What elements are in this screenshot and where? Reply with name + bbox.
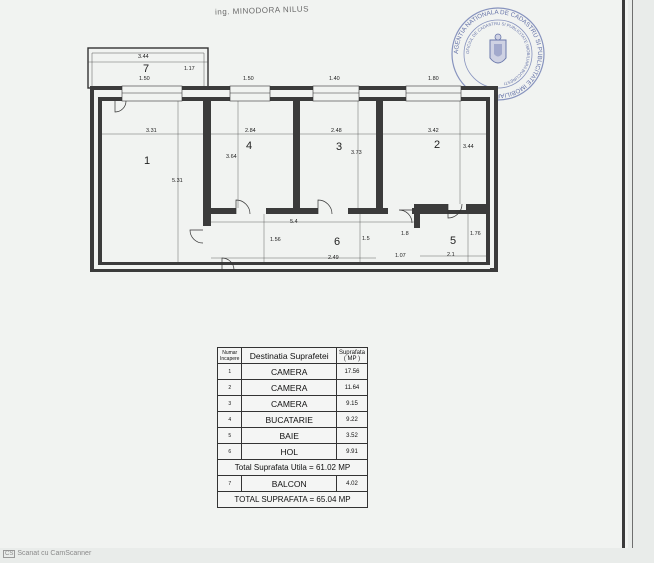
room-label-7: 7: [143, 63, 149, 75]
svg-text:5.4: 5.4: [290, 219, 298, 225]
windows: [121, 85, 462, 102]
svg-text:2.48: 2.48: [331, 128, 342, 134]
table-row: 2 CAMERA 11.64: [216, 379, 369, 396]
col-destination: Destinatia Suprafetei: [241, 347, 337, 364]
col-number: Numar Incapere: [216, 347, 243, 364]
table-row: 7 BALCON 4.02: [216, 475, 369, 492]
svg-text:1.17: 1.17: [184, 66, 195, 72]
room-label-2: 2: [434, 139, 440, 151]
cadastre-stamp: AGENTIA NATIONALA DE CADASTRU SI PUBLICI…: [451, 7, 545, 101]
total-util-row: Total Suprafata Utila = 61.02 MP: [217, 459, 368, 476]
svg-text:1.50: 1.50: [139, 76, 150, 82]
page-frame-line: [622, 0, 625, 548]
floor-plan: 3.44 1.17 3.31 5.31 2.84 3.64 2.48 3.73 …: [87, 47, 498, 272]
svg-text:3.73: 3.73: [351, 150, 362, 156]
svg-text:2.84: 2.84: [245, 128, 256, 134]
table-header-row: Numar Incapere Destinatia Suprafetei Sup…: [216, 347, 369, 364]
svg-text:3.44: 3.44: [463, 144, 474, 150]
svg-text:1.50: 1.50: [243, 76, 254, 82]
room-label-4: 4: [246, 140, 252, 152]
svg-text:3.42: 3.42: [428, 128, 439, 134]
svg-text:3.31: 3.31: [146, 128, 157, 134]
room-label-1: 1: [144, 155, 150, 167]
svg-text:1.80: 1.80: [428, 76, 439, 82]
room-label-3: 3: [336, 141, 342, 153]
svg-text:1.40: 1.40: [329, 76, 340, 82]
doors: [114, 100, 463, 271]
table-row: 5 BAIE 3.52: [216, 427, 369, 444]
svg-text:1.07: 1.07: [395, 253, 406, 259]
page-frame-line-thin: [632, 0, 633, 548]
svg-text:1.5: 1.5: [362, 236, 370, 242]
svg-text:1.76: 1.76: [470, 231, 481, 237]
total-row: TOTAL SUPRAFATA = 65.04 MP: [217, 491, 368, 508]
svg-text:1.56: 1.56: [270, 237, 281, 243]
room-label-5: 5: [450, 235, 456, 247]
camscanner-icon: CS: [3, 550, 16, 558]
table-row: 1 CAMERA 17.56: [216, 363, 369, 380]
table-row: 6 HOL 9.91: [216, 443, 369, 460]
svg-text:1.8: 1.8: [401, 231, 409, 237]
svg-text:3.64: 3.64: [226, 154, 237, 160]
room-label-6: 6: [334, 236, 340, 248]
svg-text:3.44: 3.44: [138, 54, 149, 60]
table-row: 4 BUCATARIE 9.22: [216, 411, 369, 428]
svg-text:2.1: 2.1: [447, 252, 455, 258]
col-area: Suprafata ( MP ): [335, 347, 369, 364]
svg-text:2.49: 2.49: [328, 255, 339, 261]
coat-of-arms-icon: [489, 33, 507, 64]
svg-text:5.31: 5.31: [172, 178, 183, 184]
area-table: Numar Incapere Destinatia Suprafetei Sup…: [216, 347, 369, 508]
table-row: 3 CAMERA 9.15: [216, 395, 369, 412]
